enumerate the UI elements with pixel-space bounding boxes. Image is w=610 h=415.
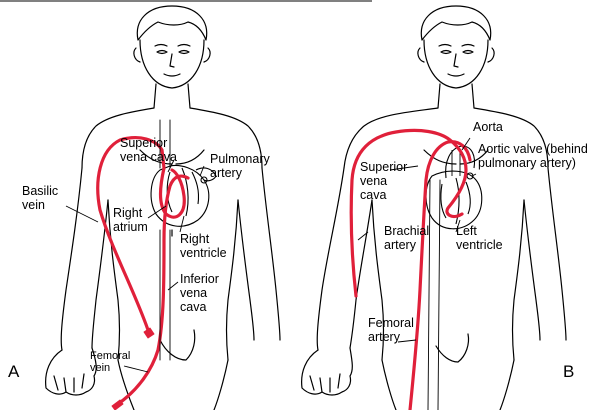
label-right-ventricle-a: Right ventricle [180,232,240,260]
right-arm-inner-b [524,200,540,340]
label-pulmonary-artery-a: Pulmonary artery [210,152,284,180]
legs-b [382,360,514,410]
right-arm-outer-a [262,168,280,340]
figure-b-body [302,6,566,410]
aorta-walls-b [428,180,440,410]
svc-walls-b [452,150,460,176]
label-aortic-valve-b: Aortic valve (behind pulmonary artery) [478,142,606,170]
eyebrows-b [439,45,474,47]
brachial-catheter-b [351,130,466,296]
label-femoral-vein-a: Femoral vein [90,350,140,374]
left-fingers-b [310,374,340,392]
label-basilic-vein-a: Basilic vein [22,184,72,212]
right-torso-b [513,200,525,360]
leader-pulm-a [200,166,204,176]
left-arm-outer-b [317,168,344,350]
panel-letter-b: B [563,362,574,382]
face-b [424,40,488,88]
label-right-atrium-a: Right atrium [113,206,157,234]
left-fingers-a [54,374,84,392]
label-inferior-vena-cava-a: Inferior vena cava [180,272,230,314]
right-arm-inner-a [238,200,254,340]
left-hand-b [302,348,353,395]
nose-mouth-a [164,54,180,76]
label-left-ventricle-b: Left ventricle [456,224,510,252]
groin-a [160,330,195,360]
eyes-a [157,51,189,54]
label-aorta-b: Aorta [473,120,503,134]
right-arm-outer-b [548,168,566,340]
leader-ivc-a [168,282,178,290]
eyes-b [441,51,473,54]
groin-b [436,334,469,362]
label-brachial-artery-b: Brachial artery [384,224,434,252]
head-hair-b [421,6,490,40]
face-a [140,40,204,88]
nose-mouth-b [448,54,464,76]
head-hair-a [137,6,206,40]
panel-letter-a: A [8,362,19,382]
label-femoral-artery-b: Femoral artery [368,316,422,344]
eyebrows-a [155,45,190,47]
basilic-sheath-a [144,328,154,338]
left-hand-a [46,348,97,395]
label-superior-vena-cava-b: Superior vena cava [360,160,414,202]
femoral-sheath-a [112,400,123,410]
leader-rventricle-a [180,216,184,232]
label-superior-vena-cava-a: Superior vena cava [120,136,184,164]
